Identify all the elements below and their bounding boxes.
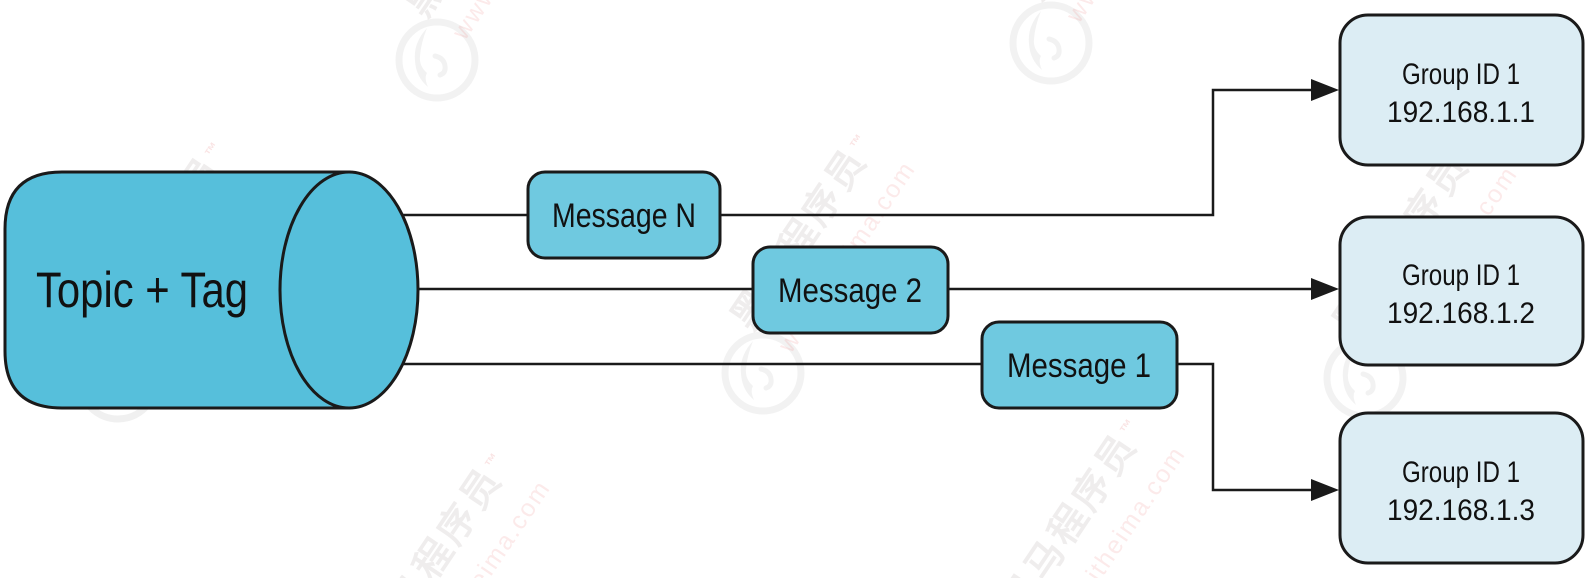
consumer-node-3 xyxy=(1338,411,1585,565)
consumer-node-1 xyxy=(1338,13,1585,167)
edges xyxy=(402,88,1313,492)
consumer-address-label: 192.168.1.3 xyxy=(1387,494,1535,527)
message-node-n xyxy=(526,170,722,260)
message-label: Message 2 xyxy=(778,272,922,310)
consumer-group-label: Group ID 1 xyxy=(1402,259,1520,292)
producer-label: Topic + Tag xyxy=(36,262,248,318)
message-node-1 xyxy=(980,320,1179,410)
consumer-node-2 xyxy=(1338,215,1585,367)
consumer-address-label: 192.168.1.1 xyxy=(1387,96,1535,129)
arrowhead-icon xyxy=(1311,278,1339,300)
message-nodes xyxy=(526,170,1179,410)
message-node-2 xyxy=(751,245,950,335)
consumer-address-label: 192.168.1.2 xyxy=(1387,297,1535,330)
consumer-nodes xyxy=(1338,13,1585,565)
labels: Topic + Tag Message N Message 2 Message … xyxy=(36,58,1535,527)
consumer-group-label: Group ID 1 xyxy=(1402,58,1520,91)
consumer-group-label: Group ID 1 xyxy=(1402,456,1520,489)
edge-message-1-to-group3 xyxy=(1177,362,1313,492)
cylinder-end-cap xyxy=(278,170,420,410)
edge-message-n-to-group1 xyxy=(720,88,1313,217)
message-label: Message N xyxy=(552,197,696,235)
message-label: Message 1 xyxy=(1007,347,1151,385)
arrowhead-icon xyxy=(1311,79,1339,101)
producer-cylinder xyxy=(3,170,420,410)
cylinder-body xyxy=(3,170,351,410)
arrowhead-icon xyxy=(1311,479,1339,501)
arrowheads xyxy=(1311,79,1339,501)
